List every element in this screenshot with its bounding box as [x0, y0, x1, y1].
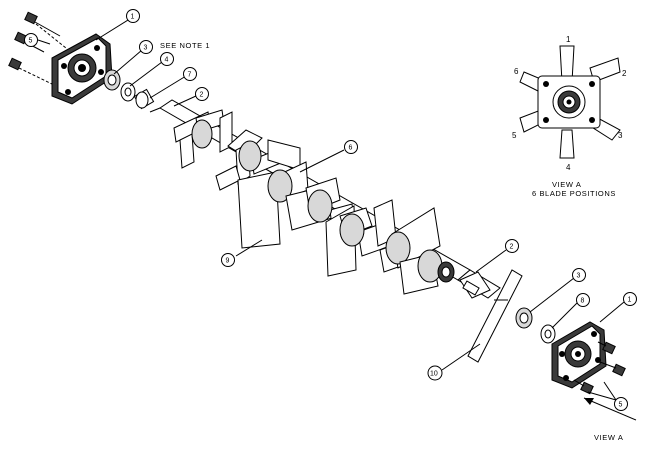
top-seal-and-bushing [103, 69, 155, 110]
callout-2-bot: 2 [505, 239, 519, 253]
callout-5-top: 5 [24, 33, 38, 47]
view-a-position-6: 6 [514, 67, 519, 76]
view-a-position-3: 3 [618, 131, 623, 140]
view-a-position-4: 4 [566, 163, 571, 172]
blade-set-1 [173, 109, 233, 169]
callout-10-bot: 10 [427, 365, 443, 381]
view-a-subtitle: 6 BLADE POSITIONS [532, 189, 616, 198]
spacer-plate-10 [467, 269, 523, 363]
svg-text:3: 3 [144, 45, 148, 52]
top-bearing-flange [51, 33, 113, 105]
svg-text:5: 5 [29, 38, 33, 45]
svg-text:4: 4 [165, 57, 169, 64]
svg-text:7: 7 [188, 72, 192, 79]
shaft-end-key [459, 271, 491, 299]
callout-6-mid: 6 [344, 140, 358, 154]
blade-set-7 [399, 249, 455, 295]
view-a-arrow-label: VIEW A [594, 433, 623, 442]
svg-text:1: 1 [131, 14, 135, 21]
callout-8-bot: 8 [576, 293, 590, 307]
svg-text:3: 3 [577, 273, 581, 280]
svg-text:2: 2 [510, 244, 514, 251]
bottom-seal-and-bushing [515, 307, 556, 344]
svg-text:8: 8 [581, 298, 585, 305]
callout-leaders [37, 19, 625, 401]
view-a-detail [519, 45, 621, 159]
blade-set-5 [325, 205, 391, 277]
callout-2-top: 2 [195, 87, 209, 101]
callout-1-top: 1 [126, 9, 140, 23]
see-note-label: SEE NOTE 1 [160, 41, 210, 50]
view-a-arrow [583, 397, 637, 421]
svg-text:10: 10 [430, 371, 438, 378]
blade-set-2 [227, 129, 301, 185]
view-a-position-5: 5 [512, 131, 517, 140]
callout-5-bot: 5 [614, 397, 628, 411]
blade-set-3 [215, 161, 309, 249]
svg-text:6: 6 [349, 145, 353, 152]
svg-text:9: 9 [226, 258, 230, 265]
svg-text:5: 5 [619, 402, 623, 409]
blade-set-6 [373, 199, 441, 273]
callout-1-bot: 1 [623, 292, 637, 306]
blade-set-4 [285, 177, 357, 245]
bottom-bearing-flange [551, 321, 607, 389]
view-a-position-1: 1 [566, 35, 571, 44]
callout-9-mid: 9 [221, 253, 235, 267]
svg-text:2: 2 [200, 92, 204, 99]
callout-3-bot: 3 [572, 268, 586, 282]
view-a-title: VIEW A [552, 180, 581, 189]
svg-text:1: 1 [628, 297, 632, 304]
view-a-position-2: 2 [622, 69, 627, 78]
callout-7-top: 7 [183, 67, 197, 81]
bottom-bolts [573, 341, 626, 395]
callout-3-top: 3 [139, 40, 153, 54]
callout-4-top: 4 [160, 52, 174, 66]
